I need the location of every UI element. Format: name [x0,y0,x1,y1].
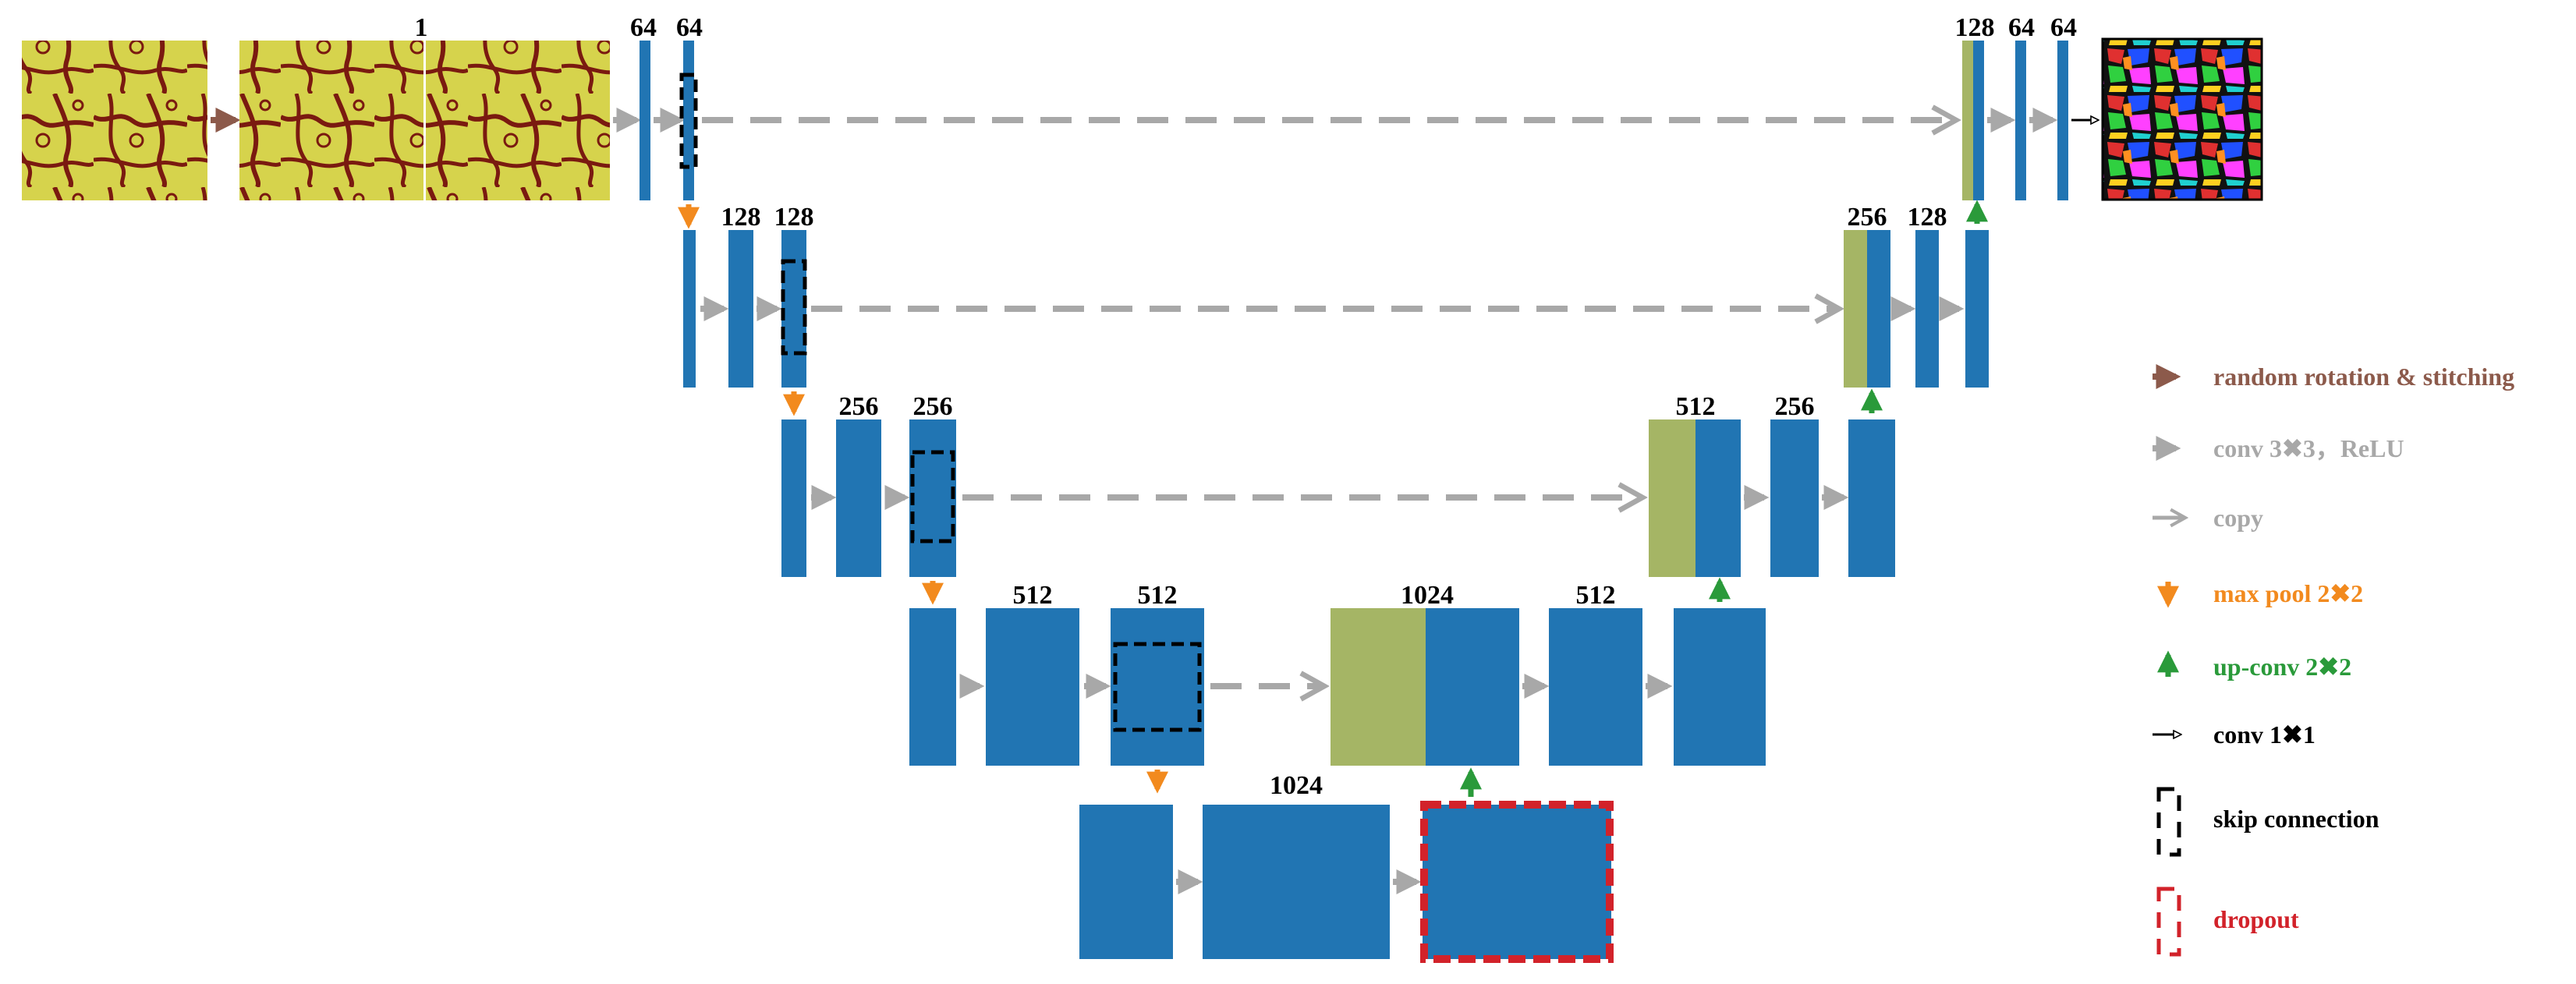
feature-map-d1c [2057,41,2068,200]
legend-conv3-label: conv 3✖3，ReLU [2213,434,2404,462]
feature-map-l3c [909,419,956,577]
skip-connection-marker [781,259,807,356]
channel-label: 128 [1908,203,1947,232]
channel-label: 256 [1848,203,1887,232]
channel-label: 512 [1138,581,1178,610]
legend-maxpool-label: max pool 2✖2 [2213,579,2363,607]
channel-label: 128 [721,203,761,232]
feature-map-d3b [1770,419,1819,577]
feature-map-d4a [1426,608,1519,766]
feature-map-d2b [1915,230,1939,388]
feature-map-d1a [1973,41,1984,200]
legend-upconv-label: up-conv 2✖2 [2213,653,2351,681]
feature-map-l2a [683,230,696,388]
legend-dropout-label: dropout [2213,905,2299,933]
stitched-image-right [426,41,610,200]
skip-connection-marker [1113,642,1202,732]
feature-map-d2c [1965,230,1989,388]
skip-connection-marker [679,73,698,169]
feature-map-l3a [781,419,806,577]
channel-label: 64 [676,13,703,42]
copied-map-d2 [1844,230,1867,388]
feature-map-l4b [986,608,1079,766]
channel-label: 64 [2008,13,2035,42]
skip-connection-marker [910,450,955,543]
channel-label: 128 [1955,13,1995,42]
channel-label: 256 [839,392,879,421]
feature-map-l3b [836,419,881,577]
feature-map-l2c [781,230,806,388]
feature-map-d4c [1674,608,1766,766]
channel-label: 64 [2050,13,2077,42]
feature-map-l1a [640,41,650,200]
input-channel-label: 1 [415,13,428,42]
legend-rotation-label: random rotation & stitching [2213,363,2514,391]
channel-label: 1024 [1401,581,1454,610]
copied-map-d3 [1649,419,1695,577]
feature-map-d3c [1848,419,1895,577]
feature-map-d3a [1695,419,1741,577]
legend-skip-label: skip connection [2213,805,2379,833]
feature-map-l4a [909,608,956,766]
channel-label: 256 [1775,392,1815,421]
feature-map-b2 [1203,805,1390,959]
channel-label: 128 [774,203,814,232]
channel-label: 256 [913,392,953,421]
feature-map-d1b [2015,41,2026,200]
feature-map-b3 [1423,805,1611,959]
feature-map-l4c [1111,608,1204,766]
copied-map-d1 [1962,41,1973,200]
copied-map-d4 [1331,608,1426,766]
legend: random rotation & stitching conv 3✖3，ReL… [2153,363,2514,957]
segmentation-output [2101,37,2263,201]
channel-label: 512 [1676,392,1716,421]
channel-label: 512 [1576,581,1616,610]
channel-label: 1024 [1270,771,1323,800]
channel-label: 512 [1013,581,1053,610]
feature-map-l2b [728,230,753,388]
feature-map-d2a [1867,230,1890,388]
dropout-marker [1420,801,1614,963]
legend-conv1-label: conv 1✖1 [2213,720,2316,749]
legend-dropout-marker [2156,887,2181,957]
input-image [22,41,207,200]
stitched-image-left [239,41,423,200]
legend-copy-label: copy [2213,504,2263,532]
channel-label: 64 [630,13,657,42]
feature-map-l1b [683,41,694,200]
legend-skip-marker [2156,787,2181,857]
feature-map-d4b [1549,608,1642,766]
feature-map-b1 [1079,805,1173,959]
